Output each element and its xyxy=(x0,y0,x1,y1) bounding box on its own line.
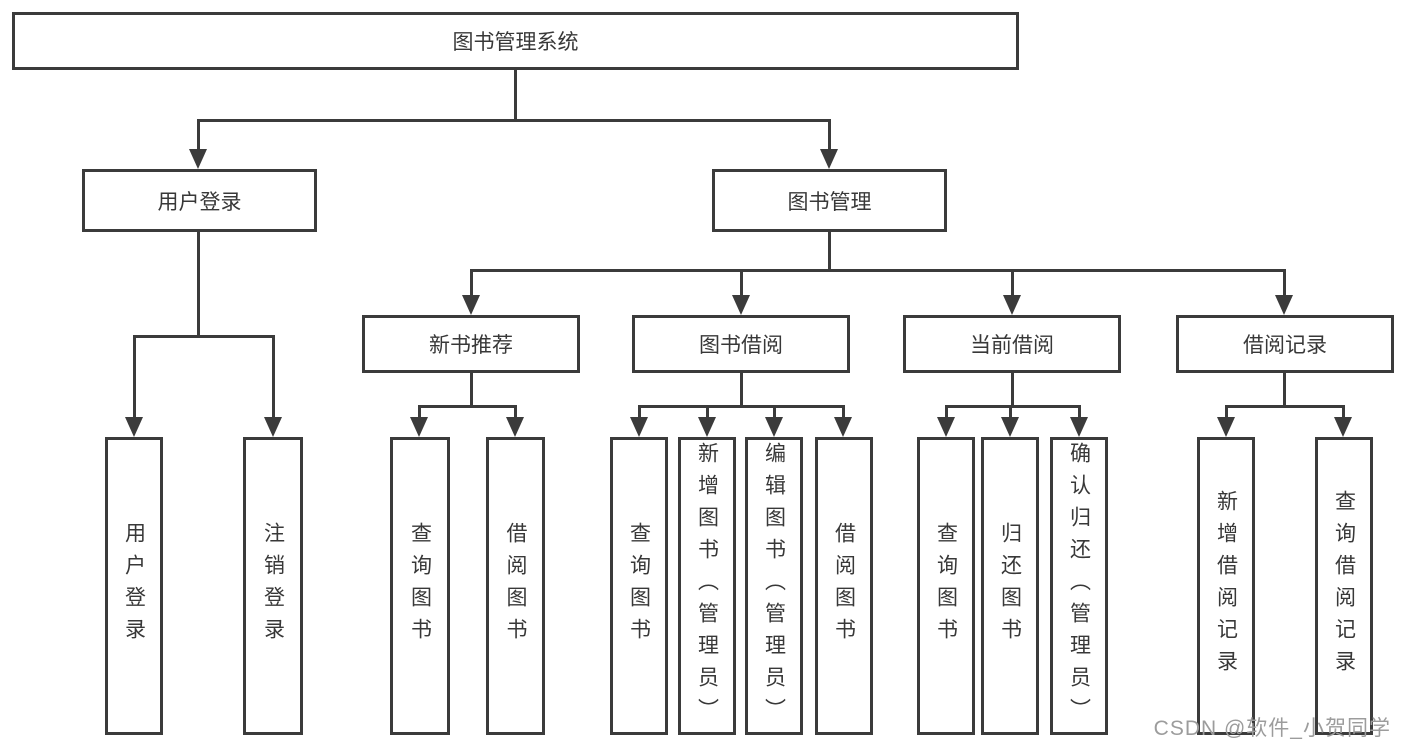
leaf-query-books-current: 查询图书 xyxy=(917,437,975,735)
leaf-borrow-books-recommend: 借阅图书 xyxy=(486,437,545,735)
connector-line xyxy=(133,335,275,338)
connector-line xyxy=(1078,405,1081,419)
arrow-down-icon xyxy=(765,417,783,437)
connector-line xyxy=(514,405,517,419)
connector-line xyxy=(1283,269,1286,297)
arrow-down-icon xyxy=(630,417,648,437)
leaf-logout: 注销登录 xyxy=(243,437,303,735)
connector-line xyxy=(638,405,641,419)
connector-line xyxy=(418,405,517,408)
node-new-book-recommendation: 新书推荐 xyxy=(362,315,580,373)
leaf-add-book-admin: 新增图书（管理员） xyxy=(678,437,736,735)
connector-line xyxy=(1342,405,1345,419)
arrow-down-icon xyxy=(1070,417,1088,437)
arrow-down-icon xyxy=(1217,417,1235,437)
connector-line xyxy=(197,119,200,151)
arrow-down-icon xyxy=(506,417,524,437)
node-library-management-system: 图书管理系统 xyxy=(12,12,1019,70)
connector-line xyxy=(197,119,831,122)
connector-line xyxy=(272,335,275,419)
leaf-query-borrow-record: 查询借阅记录 xyxy=(1315,437,1373,735)
arrow-down-icon xyxy=(698,417,716,437)
leaf-return-book: 归还图书 xyxy=(981,437,1039,735)
connector-line xyxy=(945,405,948,419)
arrow-down-icon xyxy=(834,417,852,437)
arrow-down-icon xyxy=(1003,295,1021,315)
connector-line xyxy=(1011,269,1014,297)
connector-line xyxy=(945,405,1080,408)
connector-line xyxy=(470,373,473,408)
connector-line xyxy=(638,405,845,408)
connector-line xyxy=(706,405,709,419)
arrow-down-icon xyxy=(1275,295,1293,315)
arrow-down-icon xyxy=(410,417,428,437)
arrow-down-icon xyxy=(462,295,480,315)
arrow-down-icon xyxy=(820,149,838,169)
connector-line xyxy=(470,269,1286,272)
connector-line xyxy=(514,70,517,120)
arrow-down-icon xyxy=(732,295,750,315)
leaf-query-books-borrowing: 查询图书 xyxy=(610,437,668,735)
connector-line xyxy=(470,269,473,297)
leaf-add-borrow-record: 新增借阅记录 xyxy=(1197,437,1255,735)
leaf-borrow-books-borrowing: 借阅图书 xyxy=(815,437,873,735)
node-current-borrowing: 当前借阅 xyxy=(903,315,1121,373)
connector-line xyxy=(197,232,200,338)
connector-line xyxy=(1283,373,1286,408)
connector-line xyxy=(740,373,743,408)
connector-line xyxy=(1225,405,1228,419)
arrow-down-icon xyxy=(125,417,143,437)
node-book-borrowing: 图书借阅 xyxy=(632,315,850,373)
arrow-down-icon xyxy=(264,417,282,437)
csdn-watermark: CSDN @软件_小贺同学 xyxy=(1153,717,1391,740)
connector-line xyxy=(828,119,831,151)
leaf-confirm-return-admin: 确认归还（管理员） xyxy=(1050,437,1108,735)
arrow-down-icon xyxy=(937,417,955,437)
connector-line xyxy=(828,232,831,272)
leaf-user-login: 用户登录 xyxy=(105,437,163,735)
connector-line xyxy=(133,335,136,419)
connector-line xyxy=(773,405,776,419)
arrow-down-icon xyxy=(1001,417,1019,437)
connector-line xyxy=(740,269,743,297)
leaf-edit-book-admin: 编辑图书（管理员） xyxy=(745,437,803,735)
connector-line xyxy=(1009,405,1012,419)
connector-line xyxy=(1011,373,1014,408)
leaf-query-books-recommend: 查询图书 xyxy=(390,437,450,735)
arrow-down-icon xyxy=(189,149,207,169)
connector-line xyxy=(1225,405,1345,408)
arrow-down-icon xyxy=(1334,417,1352,437)
node-book-management: 图书管理 xyxy=(712,169,947,232)
connector-line xyxy=(842,405,845,419)
connector-line xyxy=(418,405,421,419)
node-user-login: 用户登录 xyxy=(82,169,317,232)
node-borrowing-records: 借阅记录 xyxy=(1176,315,1394,373)
